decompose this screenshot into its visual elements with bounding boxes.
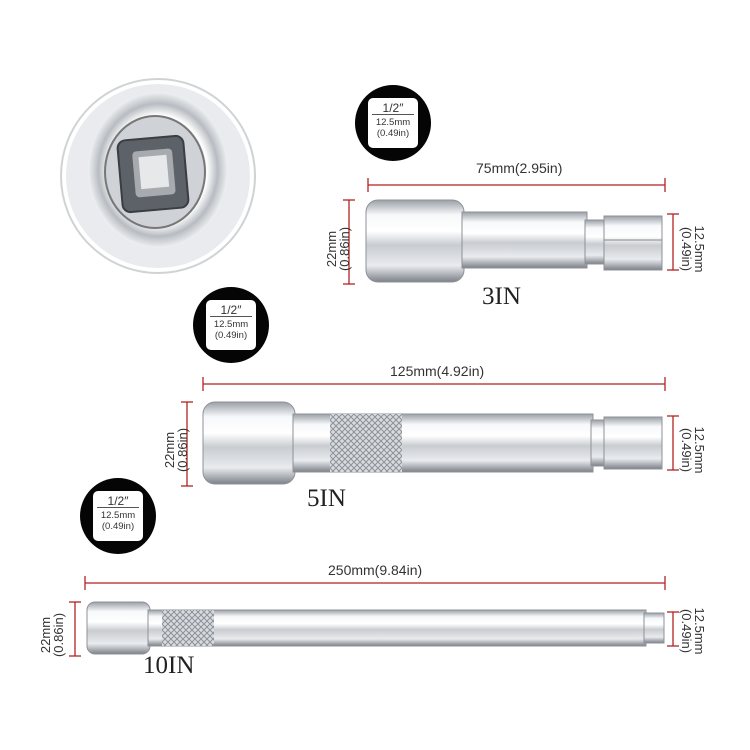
diameter-in: (0.86in) [337, 226, 352, 272]
length-label: 125mm(4.92in) [390, 363, 485, 379]
badge-mm: 12.5mm [213, 319, 249, 330]
drive-square-icon: 1/2″ 12.5mm (0.49in) [206, 300, 256, 350]
drive-mm: 12.5mm [692, 426, 707, 474]
badge-mm: 12.5mm [375, 117, 411, 128]
badge-inches: (0.49in) [376, 128, 410, 139]
size-label: 3IN [482, 283, 521, 310]
extension-bar-5in [202, 401, 663, 485]
extension-bar-10in [86, 601, 665, 655]
size-label: 10IN [143, 652, 195, 679]
diameter-label: 22mm (0.86in) [162, 410, 190, 490]
badge-fraction: 1/2″ [220, 303, 242, 317]
length-label: 250mm(9.84in) [328, 562, 423, 578]
badge-inches: (0.49in) [214, 330, 248, 341]
size-label: 5IN [307, 485, 346, 512]
extension-bar-3in [365, 199, 663, 283]
drive-square-icon: 1/2″ 12.5mm (0.49in) [93, 491, 143, 541]
badge-mm: 12.5mm [100, 510, 136, 521]
drive-mm: 12.5mm [692, 225, 707, 273]
length-label: 75mm(2.95in) [476, 160, 563, 176]
diameter-label: 22mm (0.86in) [324, 209, 352, 289]
badge-arrow [97, 507, 139, 508]
socket-closeup-image [60, 78, 256, 274]
drive-label: 12.5mm (0.49in) [679, 209, 707, 289]
drive-label: 12.5mm (0.49in) [679, 591, 707, 671]
badge-arrow [210, 316, 252, 317]
badge-fraction: 1/2″ [107, 494, 129, 508]
badge-fraction: 1/2″ [382, 101, 404, 115]
drive-in: (0.49in) [679, 427, 694, 473]
drive-size-badge: 1/2″ 12.5mm (0.49in) [355, 85, 431, 161]
diameter-in: (0.86in) [51, 612, 66, 658]
drive-in: (0.49in) [679, 226, 694, 272]
drive-size-badge: 1/2″ 12.5mm (0.49in) [193, 287, 269, 363]
drive-square-icon: 1/2″ 12.5mm (0.49in) [368, 98, 418, 148]
badge-arrow [372, 114, 414, 115]
badge-inches: (0.49in) [101, 521, 135, 532]
drive-in: (0.49in) [679, 608, 694, 654]
drive-size-badge: 1/2″ 12.5mm (0.49in) [80, 478, 156, 554]
diameter-in: (0.86in) [175, 427, 190, 473]
diameter-label: 22mm (0.86in) [38, 595, 66, 675]
drive-mm: 12.5mm [692, 607, 707, 655]
drive-label: 12.5mm (0.49in) [679, 410, 707, 490]
